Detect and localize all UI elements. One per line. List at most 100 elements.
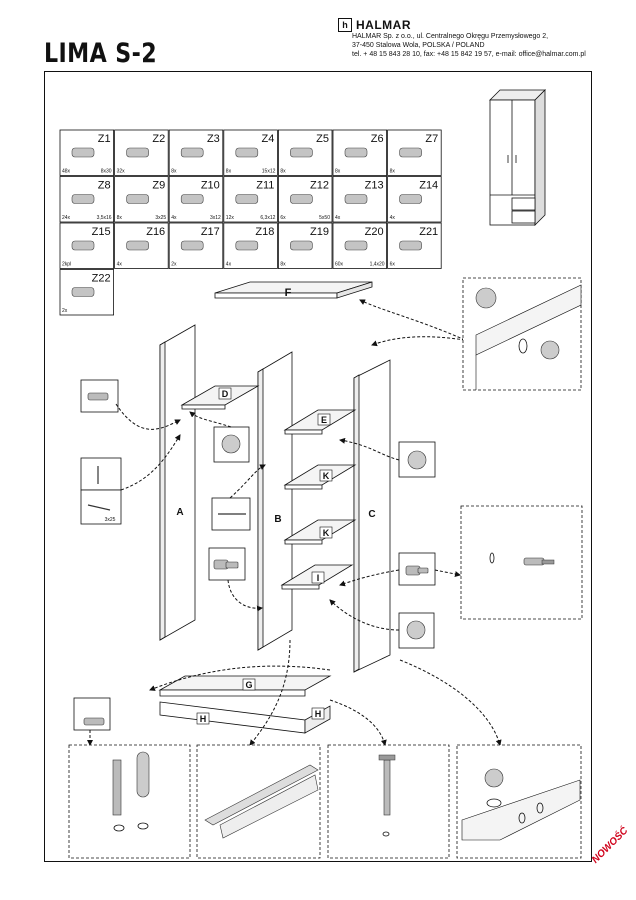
part-quantity: 8x bbox=[390, 169, 396, 175]
part-size: 8x30 bbox=[101, 169, 112, 175]
panel-label-h: H bbox=[315, 709, 322, 719]
cam-lock-icon bbox=[221, 434, 427, 640]
panel-label-g: G bbox=[245, 680, 252, 690]
hardware-part-icon bbox=[399, 194, 422, 204]
panel-label-i: I bbox=[317, 573, 320, 583]
part-quantity: 8x bbox=[280, 169, 286, 175]
part-code: Z15 bbox=[92, 226, 111, 238]
hardware-part-icon bbox=[235, 194, 259, 204]
panel-label-f: F bbox=[285, 287, 292, 299]
part-cell: Z4 8x 15x12 bbox=[223, 129, 278, 176]
part-quantity: 2x bbox=[171, 262, 177, 268]
part-quantity: 32x bbox=[117, 169, 126, 175]
panel-label-b: B bbox=[274, 514, 281, 525]
hardware-part-icon bbox=[344, 147, 368, 158]
callout-size-label: 3x25 bbox=[105, 517, 116, 523]
part-code: Z2 bbox=[152, 133, 165, 145]
part-code: Z14 bbox=[419, 180, 438, 192]
part-code: Z11 bbox=[256, 180, 274, 192]
part-code: Z10 bbox=[201, 180, 220, 192]
part-code: Z20 bbox=[365, 226, 384, 238]
part-size: 3,5x16 bbox=[97, 215, 112, 221]
detail-pin bbox=[460, 505, 583, 620]
part-code: Z7 bbox=[425, 133, 438, 145]
panel-f bbox=[214, 281, 373, 299]
hardware-part-icon bbox=[126, 194, 149, 204]
part-quantity: 8x bbox=[171, 169, 177, 175]
part-code: Z8 bbox=[98, 180, 111, 192]
wardrobe-preview-icon bbox=[489, 89, 546, 226]
hardware-part-icon bbox=[290, 194, 313, 204]
part-quantity: 12x bbox=[226, 215, 235, 221]
part-size: 1,4x20 bbox=[370, 262, 385, 268]
part-code: Z3 bbox=[207, 133, 220, 145]
hardware-part-icon bbox=[180, 147, 204, 158]
document-title: LIMA S-2 bbox=[44, 38, 158, 69]
brand-logo-icon: h bbox=[338, 18, 352, 32]
part-code: Z19 bbox=[310, 226, 329, 238]
part-cell: Z2 32x bbox=[114, 129, 169, 176]
part-cell: Z14 4x bbox=[387, 176, 442, 223]
company-address: HALMAR Sp. z o.o., ul. Centralnego Okręg… bbox=[352, 32, 622, 59]
detail-bottom-row bbox=[68, 744, 582, 859]
part-quantity: 48x bbox=[62, 169, 71, 175]
hardware-part-icon bbox=[290, 240, 313, 251]
part-quantity: 4x bbox=[335, 215, 341, 221]
part-size: 3x25 bbox=[155, 215, 166, 221]
part-quantity: 4x bbox=[390, 215, 396, 221]
callout-screw-z9 bbox=[80, 489, 122, 525]
screw-icon bbox=[87, 466, 246, 515]
part-code: Z21 bbox=[419, 226, 438, 238]
leader-lines bbox=[87, 299, 502, 746]
hardware-part-icon bbox=[344, 240, 368, 251]
part-code: Z9 bbox=[152, 180, 165, 192]
part-size: 6,3x12 bbox=[260, 215, 275, 221]
panel-label-k: K bbox=[323, 528, 330, 538]
brand: h HALMAR bbox=[338, 18, 411, 32]
brand-name: HALMAR bbox=[356, 18, 411, 32]
part-size: 15x12 bbox=[262, 169, 276, 175]
part-code: Z13 bbox=[365, 180, 384, 192]
hardware-part-icon bbox=[235, 147, 259, 158]
panel-label-d: D bbox=[222, 389, 229, 399]
part-code: Z4 bbox=[262, 133, 275, 145]
part-quantity: 4x bbox=[171, 215, 177, 221]
panel-label-k: K bbox=[323, 471, 330, 481]
hardware-part-icon bbox=[71, 194, 95, 204]
hardware-part-icon bbox=[126, 240, 149, 251]
part-quantity: 4x bbox=[117, 262, 123, 268]
part-cell: Z3 8x bbox=[168, 129, 224, 176]
hardware-part-icon bbox=[399, 147, 422, 158]
address-line: 37-450 Stalowa Wola, POLSKA / POLAND bbox=[352, 42, 485, 49]
part-code: Z12 bbox=[310, 180, 329, 192]
address-line: tel. + 48 15 843 28 10, fax: +48 15 842 … bbox=[352, 51, 586, 58]
panel-label-h: H bbox=[200, 714, 207, 724]
hardware-part-icon bbox=[71, 287, 95, 297]
hardware-part-icon bbox=[180, 194, 204, 204]
plinth-h bbox=[159, 701, 331, 734]
instruction-frame bbox=[44, 71, 592, 862]
side-panel-c bbox=[353, 359, 391, 673]
part-quantity: 60x bbox=[335, 262, 344, 268]
part-cell: Z7 8x bbox=[387, 129, 442, 176]
part-code: Z22 bbox=[92, 273, 111, 285]
detail-cam-corner bbox=[462, 277, 582, 391]
part-quantity: 8x bbox=[226, 169, 232, 175]
part-cell: Z20 60x 1,4x20 bbox=[332, 222, 387, 269]
hardware-part-icon bbox=[399, 240, 422, 251]
panel-label-e: E bbox=[321, 415, 327, 425]
part-quantity: 24x bbox=[62, 215, 71, 221]
dowel-icon bbox=[83, 392, 429, 726]
